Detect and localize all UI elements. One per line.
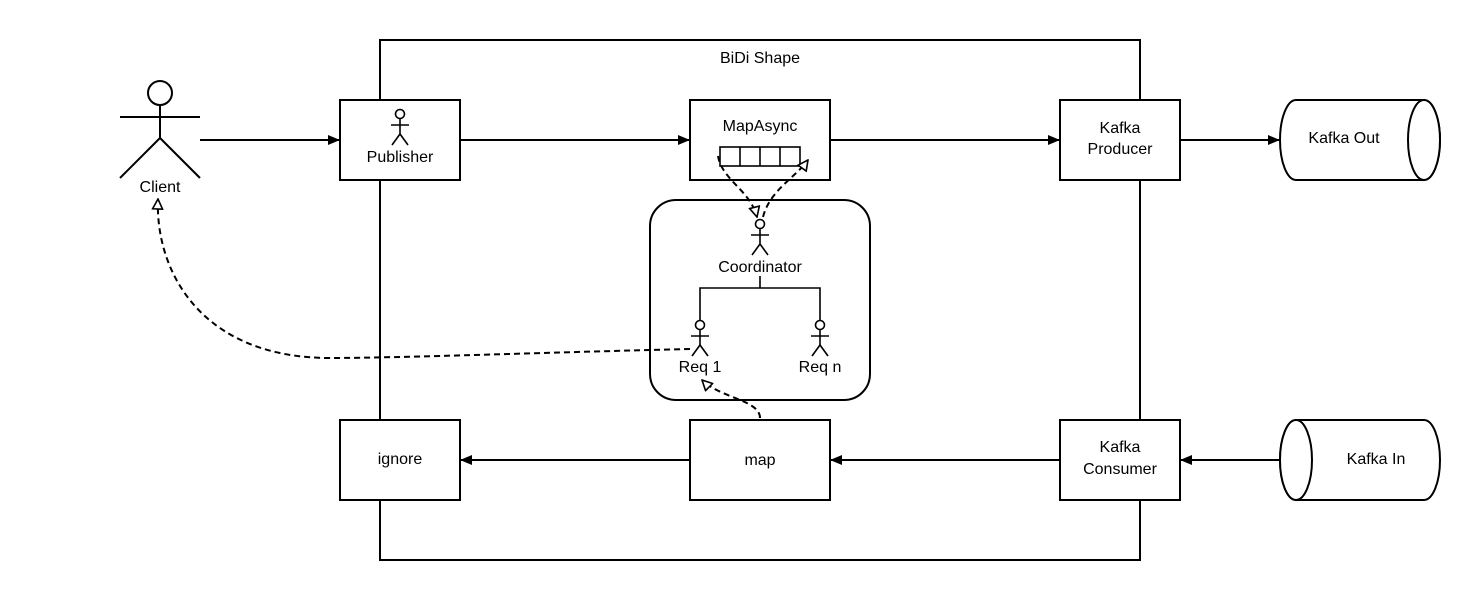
coordinator-tree-connector: [699, 276, 821, 320]
coordinator-label: Coordinator: [718, 259, 802, 276]
publisher-label: Publisher: [367, 149, 434, 166]
dashed-arrow-map-to-req1: [702, 380, 761, 419]
client-actor: Client: [119, 80, 201, 196]
actor-icon: [391, 108, 409, 146]
reqn-actor-icon: [811, 319, 829, 357]
map-label: map: [744, 452, 775, 469]
kafka-consumer-node[interactable]: Kafka Consumer: [1059, 419, 1181, 501]
publisher-node[interactable]: Publisher: [339, 99, 461, 181]
kafka-producer-label-line1: Kafka: [1100, 120, 1141, 137]
dashed-arrow-req1-to-client: [158, 199, 691, 360]
kafka-consumer-label-line2: Consumer: [1083, 461, 1157, 478]
coordinator-group: Coordinator Req 1 Req n: [649, 199, 871, 401]
kafka-producer-node[interactable]: Kafka Producer: [1059, 99, 1181, 181]
kafka-consumer-label-line1: Kafka: [1100, 439, 1141, 456]
ignore-label: ignore: [378, 451, 423, 468]
kafka-in-label: Kafka In: [1347, 451, 1406, 468]
map-node[interactable]: map: [689, 419, 831, 501]
coordinator-actor-icon: [751, 218, 769, 256]
mapasync-label: MapAsync: [723, 118, 798, 135]
dashed-arrow-queue-to-coordinator: [717, 155, 757, 217]
queue-icon: [719, 146, 801, 167]
kafka-producer-label-line2: Producer: [1088, 141, 1154, 158]
kafka-in-topic[interactable]: Kafka In: [1279, 419, 1441, 501]
kafka-out-label: Kafka Out: [1308, 130, 1380, 147]
req1-label: Req 1: [679, 359, 722, 376]
mapasync-node[interactable]: MapAsync: [689, 99, 831, 181]
reqn-label: Req n: [799, 359, 842, 376]
stick-figure-icon: [119, 80, 201, 179]
bidi-shape-title: BiDi Shape: [720, 50, 800, 67]
ignore-node[interactable]: ignore: [339, 419, 461, 501]
req1-actor-icon: [691, 319, 709, 357]
client-label: Client: [140, 179, 181, 196]
kafka-out-topic[interactable]: Kafka Out: [1279, 99, 1441, 181]
